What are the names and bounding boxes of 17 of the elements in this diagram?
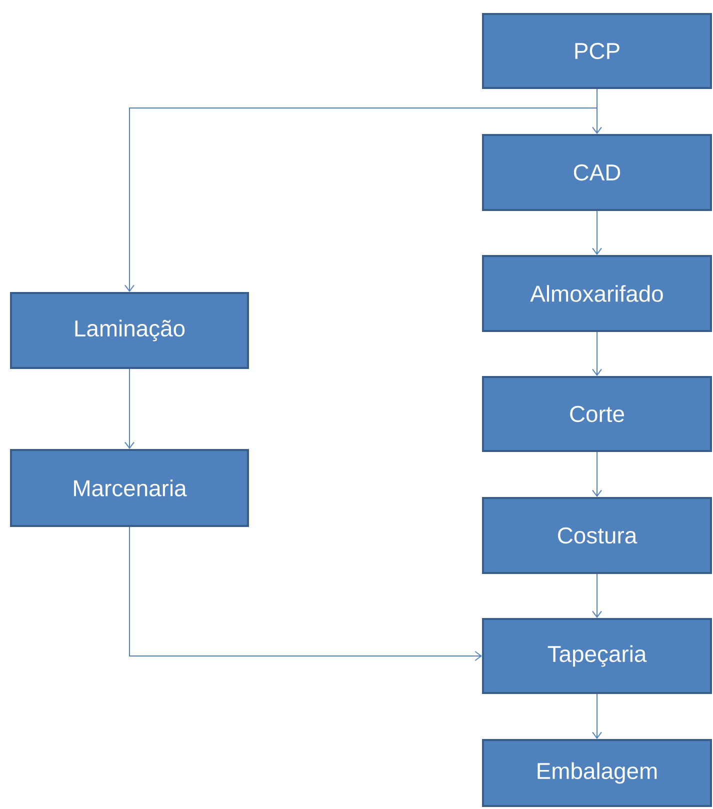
process-box: Corte <box>482 376 712 452</box>
arrow <box>592 210 602 255</box>
process-box: Embalagem <box>482 739 712 807</box>
arrow <box>592 452 602 497</box>
arrow <box>592 574 602 618</box>
process-box: Costura <box>482 497 712 574</box>
process-box: Tapeçaria <box>482 618 712 694</box>
process-box: Almoxarifado <box>482 255 712 332</box>
arrow <box>124 368 134 449</box>
process-box: CAD <box>482 134 712 211</box>
process-box: PCP <box>482 13 712 89</box>
process-box: Marcenaria <box>10 449 249 527</box>
arrow <box>124 88 598 292</box>
arrow <box>129 526 482 661</box>
process-box: Laminação <box>10 292 249 369</box>
arrow <box>592 332 602 376</box>
arrow <box>592 694 602 739</box>
